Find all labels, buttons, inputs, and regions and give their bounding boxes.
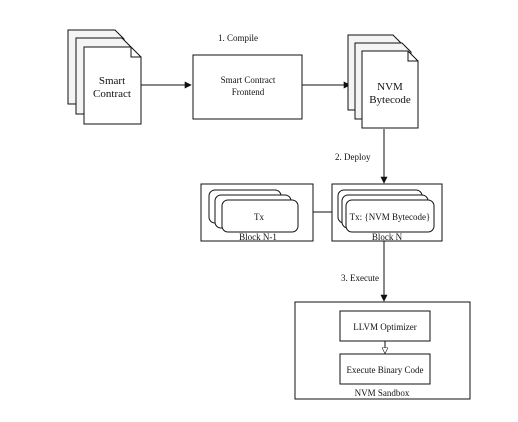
smart-contract-label-line2: Contract [93,88,131,100]
nvm-sandbox: LLVM Optimizer Execute Binary Code NVM S… [294,301,471,400]
execute-binary-label: Execute Binary Code [347,365,424,375]
block-n-minus-1: Tx Block N-1 [200,183,314,242]
step-compile-label: 1. Compile [218,33,258,43]
block-n-minus-1-label: Block N-1 [239,232,277,242]
block-n-minus-1-tx: Tx [254,212,264,222]
block-n-tx: Tx: {NVM Bytecode} [350,212,431,222]
frontend-label-line2: Frontend [232,87,265,97]
step-deploy-label: 2. Deploy [335,152,371,162]
llvm-optimizer-label: LLVM Optimizer [353,322,416,332]
nvm-bytecode-docs: NVM Bytecode [347,34,419,129]
step-execute-label: 3. Execute [341,273,379,283]
frontend-label-line1: Smart Contract [221,75,276,85]
smart-contract-docs: Smart Contract [67,29,142,125]
frontend-box: Smart Contract Frontend [192,54,303,120]
nvm-bytecode-label-line2: Bytecode [369,94,411,106]
smart-contract-label-line1: Smart [99,75,125,87]
block-n-label: Block N [372,232,403,242]
nvm-sandbox-label: NVM Sandbox [355,388,410,398]
block-n: Tx: {NVM Bytecode} Block N [331,183,443,242]
nvm-bytecode-label-line1: NVM [377,81,403,93]
